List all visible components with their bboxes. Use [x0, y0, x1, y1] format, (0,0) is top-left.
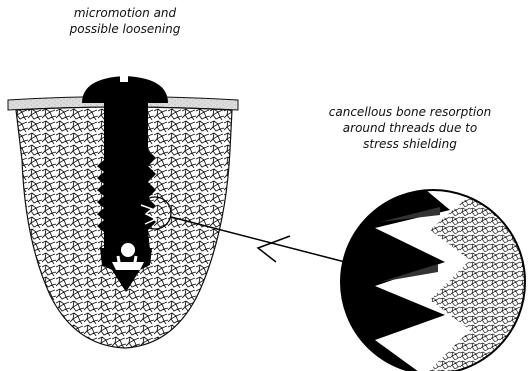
magnified-inset	[330, 185, 528, 371]
